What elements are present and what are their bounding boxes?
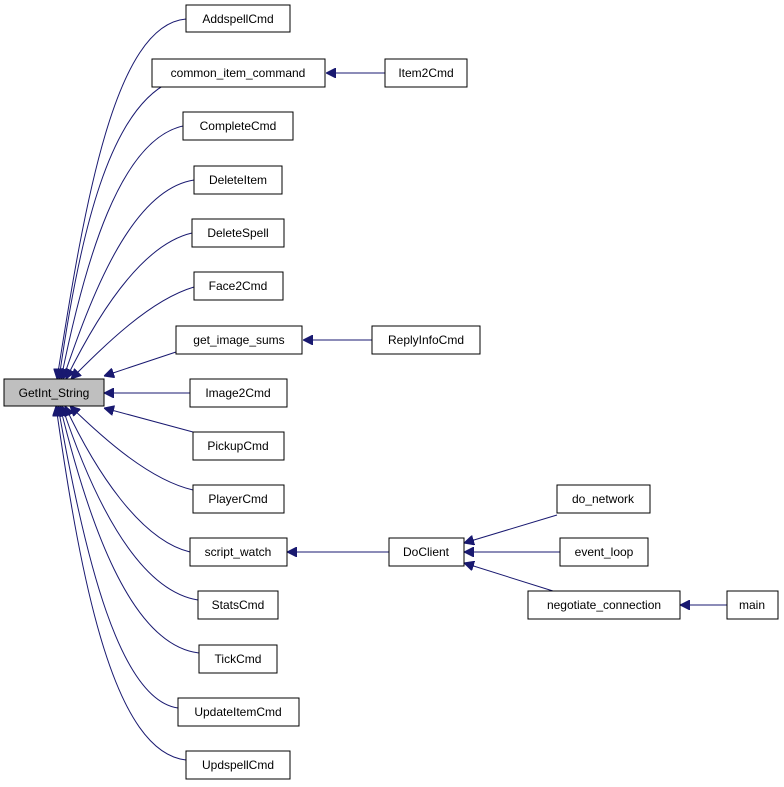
node-label-complete: CompleteCmd (200, 119, 277, 133)
node-common-item-command[interactable]: common_item_command (151, 58, 326, 88)
node-replyinfocmd[interactable]: ReplyInfoCmd (371, 325, 481, 355)
node-label-script-watch: script_watch (205, 545, 272, 559)
node-label-player: PlayerCmd (208, 492, 267, 506)
edge-pickup-getint (104, 408, 194, 433)
node-label-event-loop: event_loop (575, 545, 634, 559)
edge-player-getint (70, 406, 194, 491)
node-label-addspell: AddspellCmd (202, 12, 273, 26)
node-label-image2: Image2Cmd (205, 386, 270, 400)
node-statscmd[interactable]: StatsCmd (197, 590, 279, 620)
node-updateitemcmd[interactable]: UpdateItemCmd (177, 697, 300, 727)
node-addspellcmd[interactable]: AddspellCmd (185, 4, 291, 33)
node-label-replyinfo: ReplyInfoCmd (388, 333, 464, 347)
edge-addspell-getint (57, 18, 187, 379)
node-label-face2: Face2Cmd (209, 279, 268, 293)
node-main[interactable]: main (726, 590, 779, 620)
edge-complete-getint (61, 125, 184, 379)
edge-tick-getint (60, 406, 200, 654)
node-deleteitem[interactable]: DeleteItem (193, 165, 283, 195)
edges (56, 18, 727, 761)
node-label-stats: StatsCmd (212, 598, 265, 612)
node-label-item2: Item2Cmd (398, 66, 453, 80)
node-label-common-item: common_item_command (171, 66, 306, 80)
node-item2cmd[interactable]: Item2Cmd (384, 58, 468, 88)
node-updspellcmd[interactable]: UpdspellCmd (185, 750, 291, 780)
node-completecmd[interactable]: CompleteCmd (182, 111, 294, 141)
node-script-watch[interactable]: script_watch (189, 537, 288, 567)
node-label-getint: GetInt_String (19, 386, 90, 400)
edge-common-getint (59, 81, 171, 379)
node-playercmd[interactable]: PlayerCmd (192, 484, 285, 514)
node-label-doclient: DoClient (403, 545, 450, 559)
node-label-tick: TickCmd (215, 652, 262, 666)
node-do-network[interactable]: do_network (556, 484, 651, 514)
edge-getimagesums-getint (104, 351, 177, 376)
edge-scriptwatch-getint (65, 406, 191, 553)
node-label-pickup: PickupCmd (207, 439, 268, 453)
node-face2cmd[interactable]: Face2Cmd (193, 271, 284, 301)
node-event-loop[interactable]: event_loop (559, 537, 649, 567)
node-label-updspell: UpdspellCmd (202, 758, 274, 772)
node-label-updateitem: UpdateItemCmd (194, 705, 281, 719)
node-image2cmd[interactable]: Image2Cmd (189, 378, 288, 408)
node-deletespell[interactable]: DeleteSpell (191, 218, 285, 248)
node-label-do-network: do_network (572, 492, 635, 506)
edge-face2-getint (71, 286, 195, 379)
edge-negotiate-doclient (464, 563, 554, 592)
node-label-deletespell: DeleteSpell (207, 226, 268, 240)
edge-deletespell-getint (66, 232, 193, 379)
node-label-get-image-sums: get_image_sums (193, 333, 284, 347)
node-negotiate-connection[interactable]: negotiate_connection (527, 590, 681, 620)
edge-updspell-getint (56, 406, 187, 761)
edge-donetwork-doclient (464, 514, 558, 543)
node-label-negotiate: negotiate_connection (547, 598, 661, 612)
node-get-image-sums[interactable]: get_image_sums (175, 325, 303, 355)
node-label-main: main (739, 598, 765, 612)
node-doclient[interactable]: DoClient (388, 537, 465, 567)
node-tickcmd[interactable]: TickCmd (198, 644, 278, 674)
edge-deleteitem-getint (63, 179, 195, 379)
node-label-deleteitem: DeleteItem (209, 173, 267, 187)
nodes: GetInt_String AddspellCmd common_item_co… (3, 4, 779, 780)
node-getint-string[interactable]: GetInt_String (3, 378, 105, 407)
edge-stats-getint (62, 406, 199, 601)
node-pickupcmd[interactable]: PickupCmd (192, 431, 285, 461)
edge-updateitem-getint (58, 406, 179, 709)
